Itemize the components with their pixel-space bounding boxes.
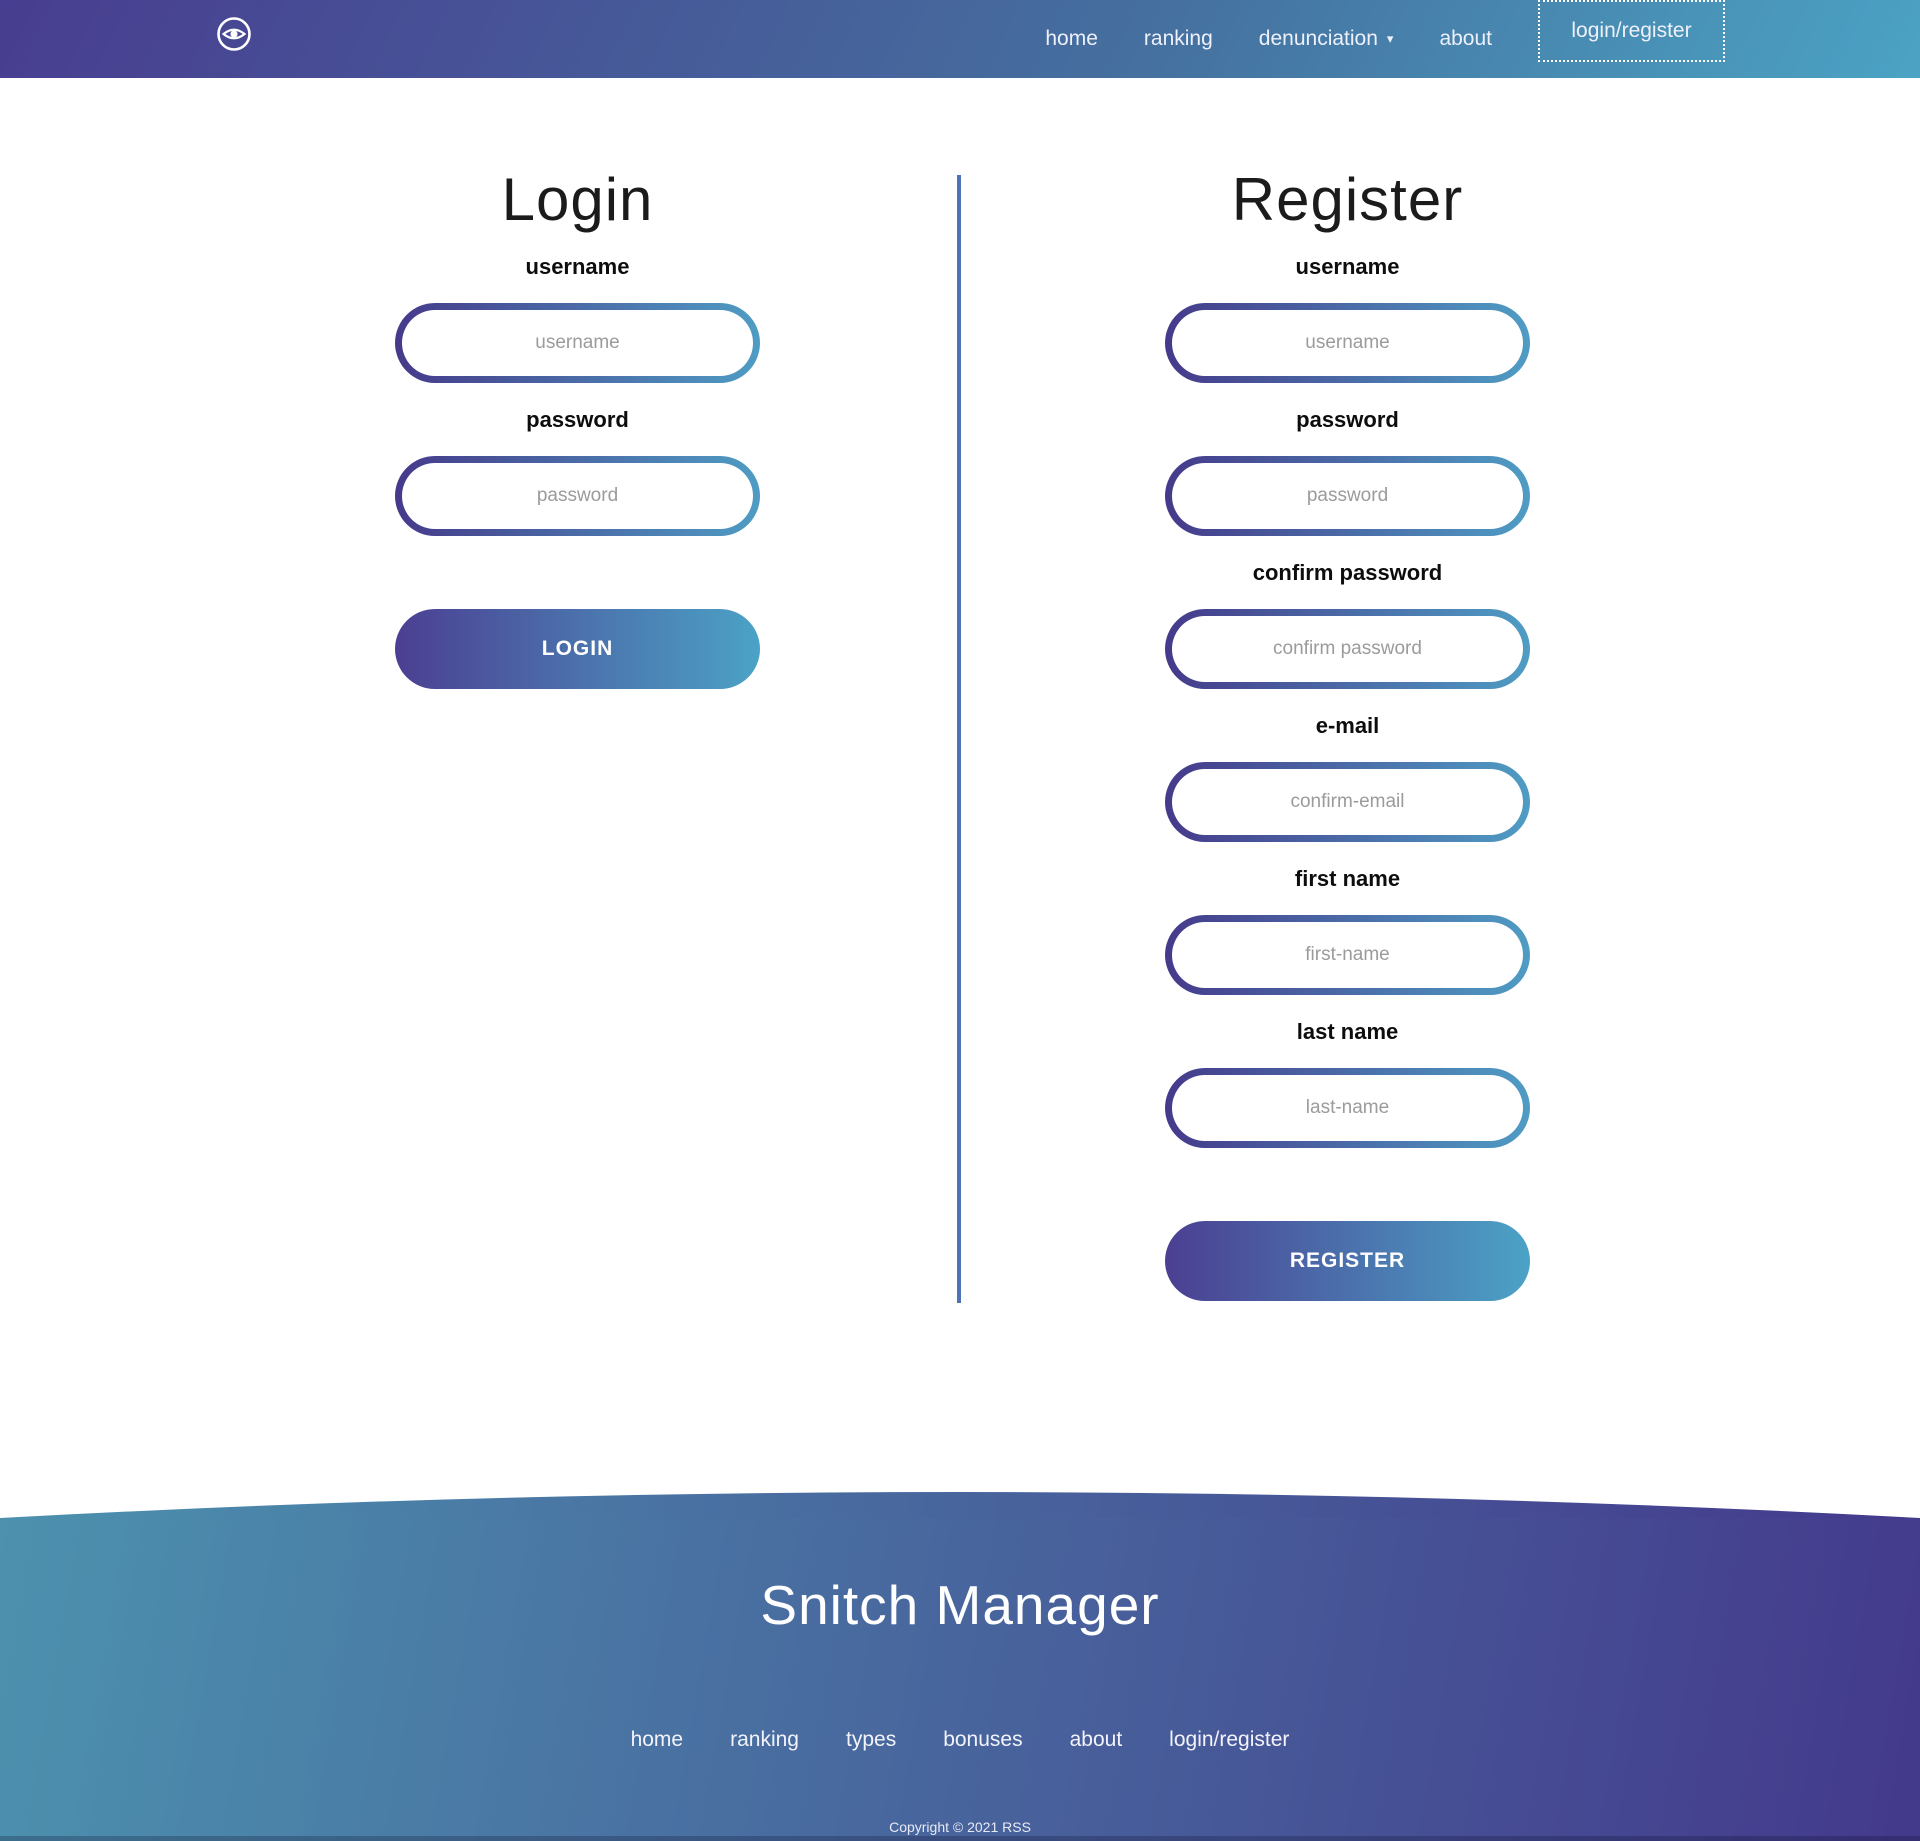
footer-link-home[interactable]: home — [630, 1728, 684, 1751]
register-email-label: e-mail — [1315, 713, 1380, 738]
register-last-name-input[interactable] — [1172, 1075, 1523, 1141]
register-confirm-password-label: confirm password — [1252, 560, 1443, 585]
footer-body: Snitch Manager home ranking types bonuse… — [0, 1518, 1920, 1841]
footer-link-ranking[interactable]: ranking — [730, 1728, 799, 1751]
register-title: Register — [1231, 166, 1464, 233]
register-button[interactable]: REGISTER — [1165, 1221, 1530, 1301]
nav-item-login-register-label: login/register — [1571, 19, 1692, 42]
register-email-input-border — [1165, 762, 1530, 842]
page-bottom-edge — [0, 1836, 1920, 1841]
register-confirm-password-input-border — [1165, 609, 1530, 689]
chevron-down-icon: ▾ — [1386, 31, 1394, 46]
footer-link-about[interactable]: about — [1069, 1728, 1123, 1751]
register-last-name-input-border — [1165, 1068, 1530, 1148]
login-username-label: username — [525, 254, 630, 279]
login-password-input[interactable] — [402, 463, 753, 529]
register-email-input[interactable] — [1172, 769, 1523, 835]
login-password-label: password — [526, 407, 629, 432]
register-username-input-border — [1165, 303, 1530, 383]
login-password-input-border — [395, 456, 760, 536]
register-username-label: username — [1295, 254, 1400, 279]
footer-link-types[interactable]: types — [846, 1728, 897, 1751]
footer-site-title: Snitch Manager — [760, 1574, 1160, 1636]
copyright-text: Copyright © 2021 RSS — [889, 1819, 1031, 1835]
nav-item-about[interactable]: about — [1439, 27, 1492, 50]
register-confirm-password-input[interactable] — [1172, 616, 1523, 682]
nav-item-home[interactable]: home — [1045, 27, 1098, 50]
login-title: Login — [501, 166, 654, 233]
register-password-label: password — [1296, 407, 1399, 432]
nav-item-login-register[interactable]: login/register — [1538, 0, 1725, 62]
top-navbar: home ranking denunciation ▾ about login/… — [0, 0, 1920, 78]
register-username-input[interactable] — [1172, 310, 1523, 376]
register-last-name-label: last name — [1296, 1019, 1399, 1044]
footer-link-login-register[interactable]: login/register — [1169, 1728, 1290, 1751]
register-password-input-border — [1165, 456, 1530, 536]
nav-item-denunciation[interactable]: denunciation ▾ — [1259, 27, 1394, 51]
vertical-divider — [957, 175, 961, 1303]
login-username-input-border — [395, 303, 760, 383]
login-button[interactable]: LOGIN — [395, 609, 760, 689]
eye-icon[interactable] — [216, 16, 252, 52]
nav-item-ranking[interactable]: ranking — [1143, 27, 1213, 50]
main-nav: home ranking denunciation ▾ about login/… — [1045, 0, 1725, 78]
register-first-name-input-border — [1165, 915, 1530, 995]
login-form: Login username password LOGIN — [395, 170, 760, 689]
login-username-input[interactable] — [402, 310, 753, 376]
register-password-input[interactable] — [1172, 463, 1523, 529]
footer-curve-top — [0, 1492, 1920, 1518]
register-form: Register username password confirm passw… — [1165, 170, 1530, 1301]
register-first-name-label: first name — [1294, 866, 1401, 891]
footer: Snitch Manager home ranking types bonuse… — [0, 1492, 1920, 1841]
nav-item-denunciation-label: denunciation — [1258, 27, 1378, 50]
register-first-name-input[interactable] — [1172, 922, 1523, 988]
footer-link-bonuses[interactable]: bonuses — [943, 1728, 1023, 1751]
footer-nav: home ranking types bonuses about login/r… — [0, 1728, 1920, 1752]
